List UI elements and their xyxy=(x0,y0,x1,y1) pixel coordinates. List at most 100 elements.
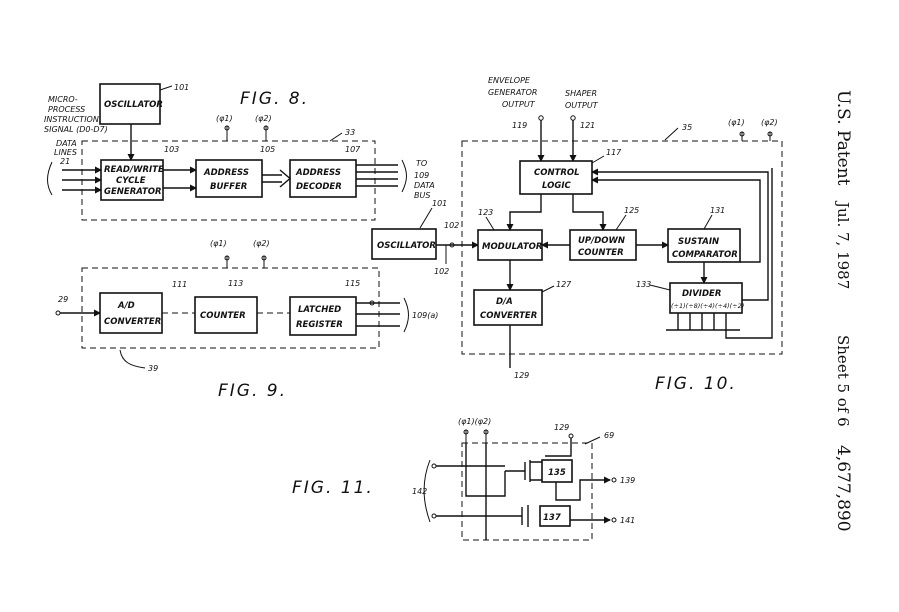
svg-text:21: 21 xyxy=(60,157,70,166)
fig8-phi1: (φ1) xyxy=(216,114,233,123)
fig8-osc-ref: 101 xyxy=(174,83,189,92)
fig8-buffer-label-2: BUFFER xyxy=(210,182,247,192)
svg-text:LINES: LINES xyxy=(54,148,77,157)
fig9-output-ref: 109(a) xyxy=(412,311,438,320)
fig9-ad-label-2: CONVERTER xyxy=(104,317,161,327)
fig8-title: FIG. 8. xyxy=(240,89,309,109)
fig10-da-label-1: D/A xyxy=(496,297,513,307)
fig10-control-label-1: CONTROL xyxy=(534,168,580,178)
fig10-divider-ratios: (÷1)(÷8)(÷4)(÷4)(÷2) xyxy=(671,302,744,310)
fig8-oscillator-label: OSCILLATOR xyxy=(104,100,163,110)
fig8-phi2: (φ2) xyxy=(255,114,272,123)
fig10-osc-out: 102 xyxy=(444,221,459,230)
fig11-out1-ref: 139 xyxy=(620,476,635,485)
fig10-divider-block xyxy=(669,282,743,314)
fig11-input-ref: 142 xyxy=(412,487,427,496)
fig8-buffer-label-1: ADDRESS xyxy=(203,168,249,178)
fig9-counter-label: COUNTER xyxy=(200,311,246,321)
svg-text:PROCESS: PROCESS xyxy=(48,105,85,114)
svg-text:GENERATOR: GENERATOR xyxy=(488,88,537,97)
fig11-top-ref: 129 xyxy=(554,423,569,432)
fig10-phi1: (φ1) xyxy=(728,118,745,127)
fig10-osc-out-2: 102 xyxy=(434,267,449,276)
svg-text:OUTPUT: OUTPUT xyxy=(502,100,536,109)
fig8-output-bus: BUS xyxy=(414,191,430,200)
fig9-input-ref: 29 xyxy=(58,295,68,304)
fig9-title: FIG. 9. xyxy=(218,381,287,401)
fig10-mod-ref: 123 xyxy=(478,208,493,217)
fig10-sustain-label-2: COMPARATOR xyxy=(672,250,738,260)
fig10-updown-label-1: UP/DOWN xyxy=(578,236,625,246)
fig10-env-ref: 119 xyxy=(512,121,527,130)
fig8-rw-label-1: READ/WRITE xyxy=(104,165,164,175)
fig8-rw-label-3: GENERATOR xyxy=(104,187,162,197)
fig10-control-ref: 117 xyxy=(606,148,622,157)
fig11-transistor-135 xyxy=(541,459,573,483)
fig10-da-label-2: CONVERTER xyxy=(480,311,537,321)
fig10-envelope-label: ENVELOPE GENERATOR OUTPUT xyxy=(488,76,537,109)
sheet-number: Sheet 5 of 6 xyxy=(834,335,852,427)
fig8-buffer-ref: 105 xyxy=(260,145,275,154)
fig8-output-label: TO xyxy=(416,159,427,168)
fig10-osc-ref: 101 xyxy=(432,199,447,208)
fig10-divider-label: DIVIDER xyxy=(682,289,721,299)
fig9-counter-block xyxy=(194,296,258,334)
fig11-out2-ref: 141 xyxy=(620,516,635,525)
fig9-latched-register-block xyxy=(289,296,357,336)
fig9-phi2: (φ2) xyxy=(253,239,270,248)
fig8-decoder-label-2: DECODER xyxy=(296,182,342,192)
fig9-phi1: (φ1) xyxy=(210,239,227,248)
patent-number: 4,677,890 xyxy=(833,445,853,532)
figure-8: FIG. 8. OSCILLATOR 101 MICRO- PROCESS IN… xyxy=(44,83,435,221)
fig11-t1-label: 135 xyxy=(548,468,566,478)
fig9-ad-ref: 111 xyxy=(172,280,187,289)
svg-text:MICRO-: MICRO- xyxy=(48,95,78,104)
fig10-da-ref: 127 xyxy=(556,280,572,289)
fig9-enclosure-ref: 39 xyxy=(148,364,158,373)
svg-text:SHAPER: SHAPER xyxy=(565,89,597,98)
fig9-ad-converter-block xyxy=(99,292,163,334)
fig8-enclosure-ref: 33 xyxy=(345,128,355,137)
fig10-oscillator-label: OSCILLATOR xyxy=(377,241,436,251)
patent-label: U.S. Patent xyxy=(833,90,853,186)
fig10-control-label-2: LOGIC xyxy=(542,181,571,191)
fig8-data-lines-label: DATA LINES 21 xyxy=(54,139,77,166)
fig11-enclosure-ref: 69 xyxy=(604,431,614,440)
fig11-transistor-137 xyxy=(539,505,571,527)
fig10-shaper-ref: 121 xyxy=(580,121,595,130)
fig10-oscillator-block xyxy=(371,228,437,260)
fig9-latched-label-1: LATCHED xyxy=(298,305,341,315)
figure-11: FIG. 11. 69 (φ1)(φ2) 129 135 137 142 139… xyxy=(292,417,635,541)
fig8-decoder-ref: 107 xyxy=(345,145,361,154)
fig8-decoder-label-1: ADDRESS xyxy=(295,168,341,178)
svg-text:DATA: DATA xyxy=(56,139,77,148)
fig10-title: FIG. 10. xyxy=(655,374,737,394)
fig9-ad-label-1: A/D xyxy=(117,301,135,311)
fig11-phi: (φ1)(φ2) xyxy=(458,417,491,426)
fig10-modulator-label: MODULATOR xyxy=(482,242,542,252)
fig10-enclosure-ref: 35 xyxy=(682,123,692,132)
fig10-sustain-label-1: SUSTAIN xyxy=(678,237,719,247)
svg-text:ENVELOPE: ENVELOPE xyxy=(488,76,531,85)
fig9-enclosure xyxy=(81,267,380,349)
patent-header: U.S. Patent Jul. 7, 1987 Sheet 5 of 6 4,… xyxy=(833,90,853,532)
fig10-control-logic-block xyxy=(519,160,593,195)
svg-text:OUTPUT: OUTPUT xyxy=(565,101,599,110)
fig10-sustain-ref: 131 xyxy=(710,206,725,215)
fig11-t2-label: 137 xyxy=(543,513,561,523)
fig8-address-decoder-block xyxy=(289,159,357,198)
svg-text:INSTRUCTION: INSTRUCTION xyxy=(44,115,99,124)
fig10-phi2: (φ2) xyxy=(761,118,778,127)
fig10-updown-ref: 125 xyxy=(624,206,639,215)
fig9-counter-ref: 113 xyxy=(228,279,243,288)
fig8-rw-generator-block xyxy=(100,159,164,201)
fig10-enclosure xyxy=(461,140,783,355)
fig10-divider-ref: 133 xyxy=(636,280,651,289)
fig8-address-buffer-block xyxy=(195,159,263,198)
patent-date: Jul. 7, 1987 xyxy=(834,200,852,289)
fig8-output-ref: 109 xyxy=(414,171,429,180)
fig11-enclosure xyxy=(461,442,593,541)
fig9-latched-ref: 115 xyxy=(345,279,360,288)
fig8-output-data: DATA xyxy=(414,181,435,190)
